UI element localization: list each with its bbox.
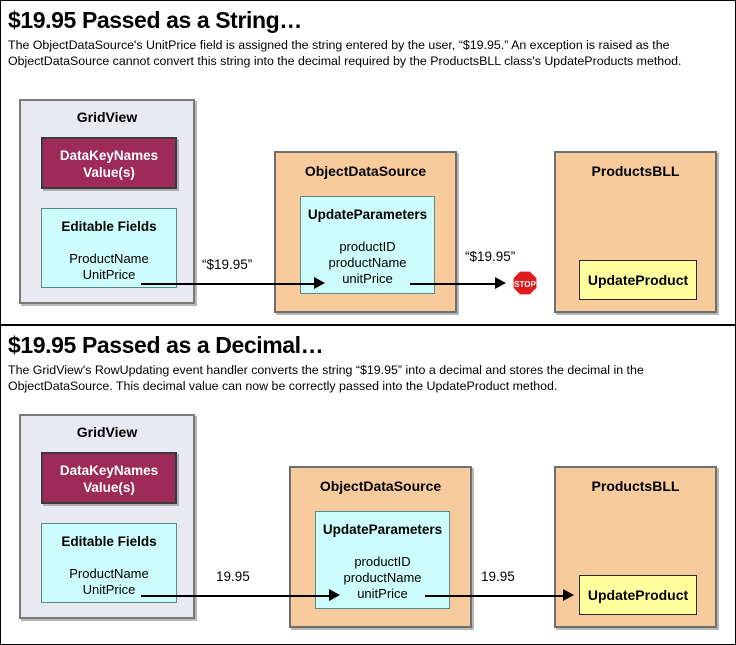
update-param-productname-string: productName <box>328 255 407 270</box>
updateproduct-box-string: UpdateProduct <box>579 260 697 300</box>
gridview-title-decimal-2: GridView <box>76 424 138 440</box>
datakeynames-line1-string: DataKeyNames <box>59 148 159 163</box>
editable-field-unitprice-string: UnitPrice <box>82 267 136 282</box>
objectdatasource-title-decimal: ObjectDataSource <box>319 478 442 494</box>
gridview-frame-decimal: GridView DataKeyNames Value(s) Editable … <box>19 414 195 619</box>
editable-fields-title-string: Editable Fields <box>61 219 157 234</box>
datakeynames-box-decimal: DataKeyNames Value(s) <box>41 452 177 504</box>
objectdatasource-box-string: ObjectDataSource UpdateParameters produc… <box>274 151 457 313</box>
section-string: $19.95 Passed as a String… The ObjectDat… <box>1 1 735 324</box>
arrow-ods-to-bll-decimal <box>425 595 565 597</box>
update-param-productname-decimal: productName <box>343 570 422 585</box>
productsbll-box-string: ProductsBLL UpdateProduct <box>554 151 717 313</box>
updateparameters-title-decimal: UpdateParameters <box>322 522 443 537</box>
update-param-productid-decimal: productID <box>354 554 411 569</box>
updateproduct-label-decimal: UpdateProduct <box>587 587 689 603</box>
section-decimal-description: The GridView's RowUpdating event handler… <box>8 363 644 393</box>
gridview-box-string: GridView DataKeyNames Value(s) Editable … <box>19 99 195 304</box>
update-param-productid-string: productID <box>339 239 396 254</box>
arrow-gridview-to-ods-string <box>141 283 316 285</box>
arrow-label-gridview-to-ods-string: “$19.95” <box>202 257 253 272</box>
arrow-ods-to-bll-string <box>410 283 500 285</box>
editable-field-unitprice-decimal: UnitPrice <box>82 582 136 597</box>
objectdatasource-title-string: ObjectDataSource <box>304 163 427 179</box>
editable-fields-title-decimal: Editable Fields <box>61 534 157 549</box>
arrow-head-gridview-to-ods-decimal <box>329 589 340 601</box>
editable-field-productname-decimal: ProductName <box>69 566 149 581</box>
editable-fields-list-decimal: ProductName UnitPrice <box>42 566 176 598</box>
updateproduct-label-string: UpdateProduct <box>587 272 689 288</box>
arrow-head-gridview-to-ods-string <box>314 277 325 289</box>
productsbll-title-decimal: ProductsBLL <box>591 478 680 494</box>
section-string-heading: $19.95 Passed as a String… <box>8 7 302 33</box>
editable-fields-box-string: Editable Fields ProductName UnitPrice <box>41 208 177 288</box>
stop-sign-icon: STOP <box>512 270 538 296</box>
datakeynames-line2-decimal: Value(s) <box>83 480 135 495</box>
updateparameters-title-string: UpdateParameters <box>307 207 428 222</box>
stop-sign-text: STOP <box>514 280 536 289</box>
section-string-description: The ObjectDataSource's UnitPrice field i… <box>8 38 682 68</box>
gridview-title-string: GridView <box>76 109 138 125</box>
section-decimal: $19.95 Passed as a Decimal… The GridView… <box>1 324 735 644</box>
updateparameters-list-string: productID productName unitPrice <box>301 239 434 287</box>
updateproduct-box-decimal: UpdateProduct <box>579 575 697 615</box>
objectdatasource-box-decimal: ObjectDataSource UpdateParameters produc… <box>289 466 472 628</box>
productsbll-title-string: ProductsBLL <box>591 163 680 179</box>
update-param-unitprice-string: unitPrice <box>342 271 393 286</box>
editable-fields-box-decimal: Editable Fields ProductName UnitPrice <box>41 523 177 603</box>
datakeynames-box-string: DataKeyNames Value(s) <box>41 137 177 189</box>
arrow-head-ods-to-bll-decimal <box>563 589 574 601</box>
updateparameters-list-decimal: productID productName unitPrice <box>316 554 449 602</box>
productsbll-box-decimal: ProductsBLL UpdateProduct <box>554 466 717 628</box>
arrow-label-ods-to-bll-string: “$19.95” <box>465 249 516 264</box>
arrow-head-ods-to-bll-string <box>495 277 506 289</box>
datakeynames-line2-string: Value(s) <box>83 165 135 180</box>
editable-fields-list-string: ProductName UnitPrice <box>42 251 176 283</box>
editable-field-productname-string: ProductName <box>69 251 149 266</box>
arrow-label-ods-to-bll-decimal: 19.95 <box>481 569 515 584</box>
datakeynames-line1-decimal: DataKeyNames <box>59 463 159 478</box>
section-decimal-heading: $19.95 Passed as a Decimal… <box>8 332 324 358</box>
arrow-label-gridview-to-ods-decimal: 19.95 <box>216 569 250 584</box>
update-param-unitprice-decimal: unitPrice <box>357 586 408 601</box>
arrow-gridview-to-ods-decimal <box>141 595 331 597</box>
